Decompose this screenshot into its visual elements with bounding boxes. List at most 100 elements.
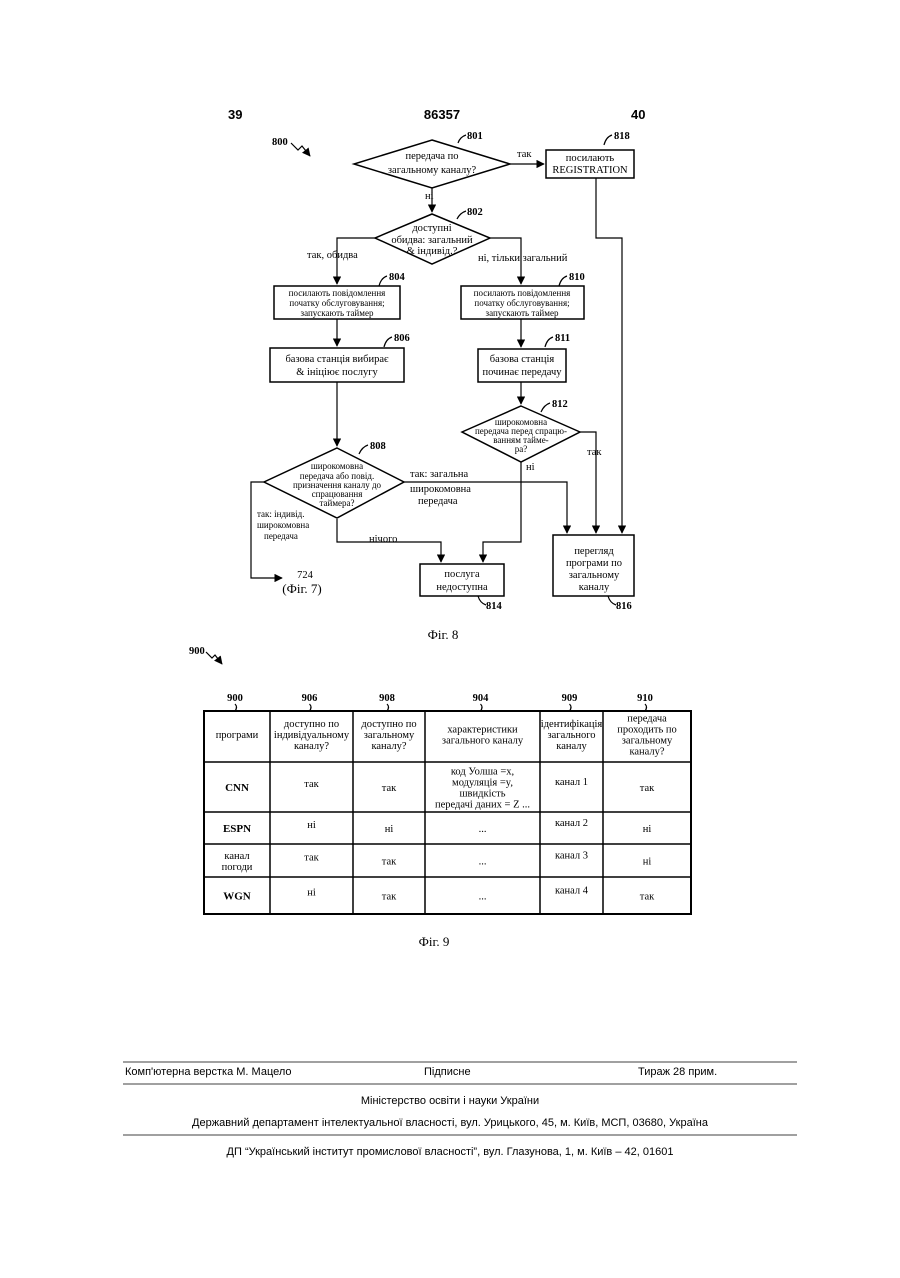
channel-id-cell: канал 3 [555,851,588,862]
node-810-line-2: початку обслуговування; [474,298,569,308]
common-channel-cell: ні [385,824,394,835]
ref-816-leader [608,596,616,605]
common-channel-cell: так [382,783,397,794]
header-cell: загального [547,730,595,741]
ref-804: 804 [389,272,406,283]
header-cell: каналу? [371,741,406,752]
node-802-line-3: & індивід.? [407,246,458,257]
label-yes-both: так, обидва [307,250,358,261]
program-cell: WGN [223,891,251,903]
patent-number: 86357 [424,107,460,122]
column-ref: 909 [562,693,578,704]
figure-ref-900-pointer [206,652,222,664]
page-header: 39 86357 40 [228,107,645,122]
footer-institute: ДП “Український інститут промислової вла… [227,1146,674,1158]
node-808-line-1: широкомовна [311,461,363,471]
footer-signed: Підписне [424,1066,471,1078]
node-818-line-1: посилають [566,153,615,164]
ref-811: 811 [555,333,570,344]
figure-9-caption: Фіг. 9 [419,934,450,949]
header-cell: доступно по [361,719,416,730]
column-ref: 900 [227,693,243,704]
node-804-process: посилають повідомлення початку обслугову… [274,272,406,319]
node-812-decision: широкомовна передача перед спрацю- вання… [462,399,580,462]
figure-ref-900: 900 [189,646,205,657]
diamond-801 [354,140,510,188]
header-cell: каналу? [294,741,329,752]
channel-characteristics-cell: ... [479,857,487,868]
node-816-process: перегляд програми по загальному каналу 8… [553,535,634,612]
channel-characteristics-cell: ... [479,824,487,835]
edge-802-804 [337,238,375,284]
node-811-process: базова станція починає передачу 811 [478,333,570,382]
ref-818: 818 [614,131,630,142]
label-yes-common-2: широкомовна [410,484,471,495]
label-yes-812: так [587,447,602,458]
ref-810: 810 [569,272,585,283]
figure-ref-800: 800 [272,137,288,148]
passes-common-cell: так [640,783,655,794]
ref-814: 814 [486,601,503,612]
ref-814-leader [478,596,486,605]
edge-812-814 [483,462,521,562]
edge-818-816 [596,177,622,533]
ref-724: 724 [297,570,314,581]
node-801-decision: передача по загальному каналу? 801 [354,131,510,188]
figure-9-table: 900 900906908904909910 програмидоступно … [189,646,691,949]
passes-common-cell: так [640,892,655,903]
column-refs: 900906908904909910 [227,693,653,711]
node-816-line-1: перегляд [574,546,614,557]
channel-id-cell: канал 4 [555,886,589,897]
ref-808-leader [359,445,368,454]
header-cell: характеристики [447,725,518,736]
channel-characteristics-cell: ... [479,892,487,903]
individual-channel-cell: так [304,853,319,864]
node-811-line-1: базова станція [490,354,555,365]
node-804-line-1: посилають повідомлення [289,288,386,298]
node-808-decision: широкомовна передача або повід. призначе… [264,441,404,518]
program-cell: ESPN [223,823,251,835]
node-816-line-2: програми по [566,558,622,569]
node-810-line-3: запускають таймер [486,308,559,318]
channel-characteristics-cell: передачі даних = Z ... [435,800,530,811]
header-cell: програми [216,730,259,741]
individual-channel-cell: ні [307,820,316,831]
ref-806-leader [384,337,392,347]
label-no-812: ні [526,462,535,473]
footer-ministry: Міністерство освіти і науки України [361,1095,539,1107]
node-811-line-2: починає передачу [482,367,562,378]
node-804-line-3: запускають таймер [301,308,374,318]
label-yes-indiv-3: передача [264,531,298,541]
table-text: програмидоступно поіндивідуальномуканалу… [216,714,677,903]
label-no-only-common: ні, тільки загальний [478,253,568,264]
header-cell: каналу [556,741,587,752]
column-ref-leader [310,704,312,711]
header-cell: ідентифікація [541,719,603,730]
node-806-process: базова станція вибирає & ініціює послугу… [270,333,410,382]
footer-department: Державний департамент інтелектуальної вл… [192,1117,709,1129]
ref-812-leader [541,403,550,412]
node-810-process: посилають повідомлення початку обслугову… [461,272,585,319]
node-814-process: послуга недоступна 814 [420,564,504,612]
column-ref-leader [387,704,389,711]
column-ref: 908 [379,693,395,704]
channel-characteristics-cell: швидкість [459,789,505,800]
individual-channel-cell: ні [307,888,316,899]
common-channel-cell: так [382,857,397,868]
node-724-reference: 724 (Фіг. 7) [282,570,321,596]
column-ref: 910 [637,693,653,704]
left-page-number: 39 [228,107,242,122]
label-yes-common-3: передача [418,496,458,507]
node-810-line-1: посилають повідомлення [474,288,571,298]
ref-804-leader [379,276,387,286]
header-cell: загального каналу [442,736,524,747]
label-yes-indiv-2: широкомовна [257,520,309,530]
program-cell: погоди [222,862,253,873]
ref-808: 808 [370,441,386,452]
ref-802-leader [457,211,466,219]
node-818-process: посилають REGISTRATION 818 [546,131,634,178]
node-806-line-2: & ініціює послугу [296,367,378,378]
figure-ref-800-pointer [291,143,310,156]
node-814-line-1: послуга [444,569,480,580]
node-816-line-4: каналу [579,582,610,593]
